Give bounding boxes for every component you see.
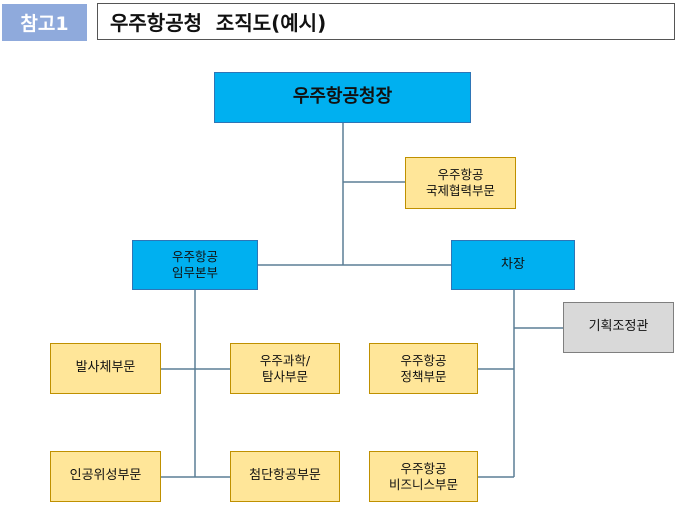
org-mission-line2: 임무본부: [171, 265, 218, 280]
org-head-box: 우주항공청장: [214, 72, 471, 123]
org-science-line2: 탐사부문: [261, 368, 308, 384]
page-title: 우주항공청 조직도(예시): [97, 3, 675, 40]
org-launch-box: 발사체부문: [50, 343, 161, 394]
org-advanced-box: 첨단항공부문: [230, 451, 340, 502]
org-policy-line2: 정책부문: [400, 368, 447, 384]
org-planning-label: 기획조정관: [588, 319, 649, 335]
reference-badge: 참고1: [2, 4, 87, 41]
org-business-line1: 우주항공: [400, 460, 447, 476]
org-international-line1: 우주항공: [437, 167, 484, 183]
org-deputy-label: 차장: [501, 256, 525, 272]
org-advanced-label: 첨단항공부문: [249, 468, 321, 484]
org-satellite-box: 인공위성부문: [50, 451, 161, 502]
org-policy-line1: 우주항공: [400, 352, 447, 368]
org-policy-box: 우주항공 정책부문: [369, 343, 478, 394]
org-launch-label: 발사체부문: [75, 360, 136, 376]
org-international-line2: 국제협력부문: [425, 183, 495, 198]
org-planning-box: 기획조정관: [563, 302, 674, 353]
org-mission-line1: 우주항공: [171, 249, 218, 265]
org-science-line1: 우주과학/: [259, 352, 311, 368]
org-mission-box: 우주항공 임무본부: [132, 240, 258, 290]
org-deputy-box: 차장: [451, 240, 575, 290]
page-title-text: 우주항공청 조직도(예시): [110, 11, 327, 35]
org-business-line2: 비즈니스부문: [388, 476, 458, 492]
org-international-box: 우주항공 국제협력부문: [405, 157, 516, 209]
org-head-label: 우주항공청장: [292, 86, 393, 108]
org-science-box: 우주과학/ 탐사부문: [230, 343, 340, 394]
org-business-box: 우주항공 비즈니스부문: [369, 451, 478, 502]
org-satellite-label: 인공위성부문: [69, 468, 142, 484]
